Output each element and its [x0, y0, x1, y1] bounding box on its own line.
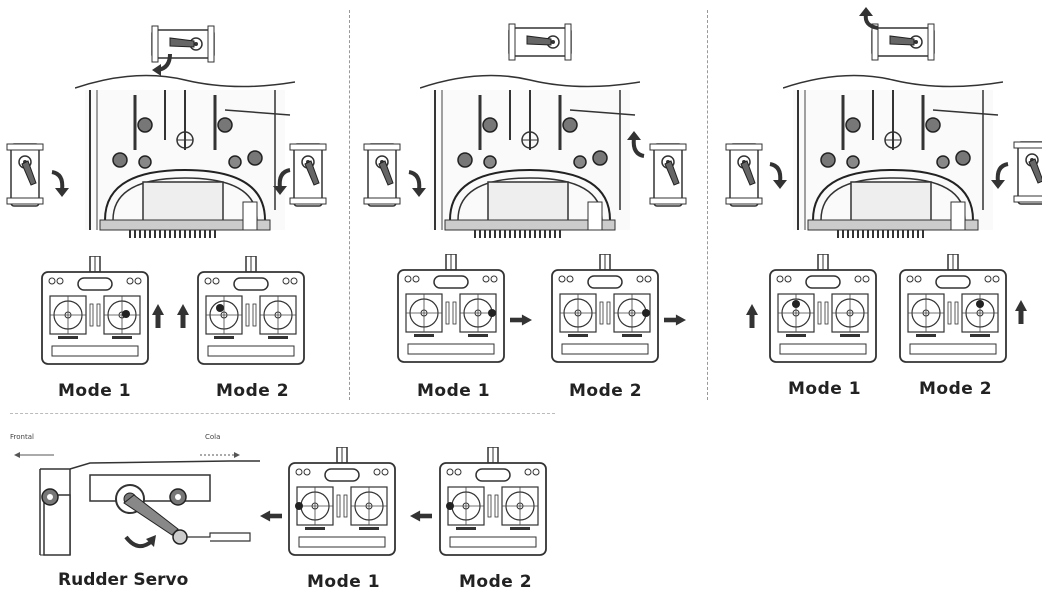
cola-label: Cola: [205, 433, 221, 441]
curved-arrow-icon: [769, 162, 787, 189]
arrow-right-icon: [200, 452, 240, 458]
arrow-up-icon: [152, 304, 164, 328]
mode1-label: Mode 1: [307, 572, 381, 592]
mode2-label: Mode 2: [459, 572, 533, 592]
mode2-label: Mode 2: [569, 381, 643, 401]
rudder-servo-icon: [39, 460, 260, 556]
curved-arrow-icon: [273, 168, 291, 195]
mode1-label: Mode 1: [58, 381, 132, 401]
rudder-panel: Frontal Cola Rudder Servo Mode 1 Mode 2: [0, 415, 560, 592]
stick-dot-icon: [976, 300, 984, 308]
servo-icon: [5, 140, 45, 210]
curved-arrow-icon: [51, 170, 69, 197]
arrow-left-icon: [260, 510, 282, 522]
arrow-up-icon: [746, 304, 758, 328]
servo-icon: [505, 22, 575, 62]
servo-icon: [648, 140, 688, 210]
stick-dot-icon: [446, 502, 454, 510]
servo-icon: [362, 140, 402, 210]
helicopter-head-icon: [75, 70, 295, 240]
rudder-servo-label: Rudder Servo: [58, 570, 189, 590]
frontal-label: Frontal: [10, 433, 34, 441]
panel-1: Mode 1 Mode 2: [0, 0, 349, 410]
servo-icon: [288, 140, 328, 210]
stick-dot-icon: [122, 310, 130, 318]
curved-arrow-icon: [627, 131, 645, 158]
panel-divider-1: [349, 10, 350, 400]
curved-arrow-icon: [124, 535, 156, 549]
servo-icon: [724, 140, 764, 210]
mode2-label: Mode 2: [216, 381, 290, 401]
curved-arrow-icon: [152, 53, 172, 76]
mode2-label: Mode 2: [919, 379, 993, 399]
helicopter-head-icon: [420, 70, 640, 240]
arrow-right-icon: [510, 314, 532, 326]
panel-3: Mode 1 Mode 2: [708, 0, 1042, 410]
panel-divider-2: [707, 10, 708, 400]
stick-dot-icon: [792, 300, 800, 308]
arrow-up-icon: [177, 304, 189, 328]
curved-arrow-icon: [859, 7, 879, 30]
arrow-left-icon: [410, 510, 432, 522]
stick-dot-icon: [216, 304, 224, 312]
stick-dot-icon: [488, 309, 496, 317]
arrow-right-icon: [664, 314, 686, 326]
row-divider: [10, 413, 555, 414]
mode1-label: Mode 1: [417, 381, 491, 401]
curved-arrow-icon: [991, 162, 1009, 189]
helicopter-head-icon: [783, 70, 1003, 240]
servo-icon: [1012, 138, 1042, 208]
stick-dot-icon: [295, 502, 303, 510]
arrow-left-icon: [14, 452, 54, 458]
stick-dot-icon: [642, 309, 650, 317]
panel-2: Mode 1 Mode 2: [350, 0, 707, 410]
arrow-up-icon: [1015, 300, 1027, 324]
mode1-label: Mode 1: [788, 379, 862, 399]
curved-arrow-icon: [408, 170, 426, 197]
